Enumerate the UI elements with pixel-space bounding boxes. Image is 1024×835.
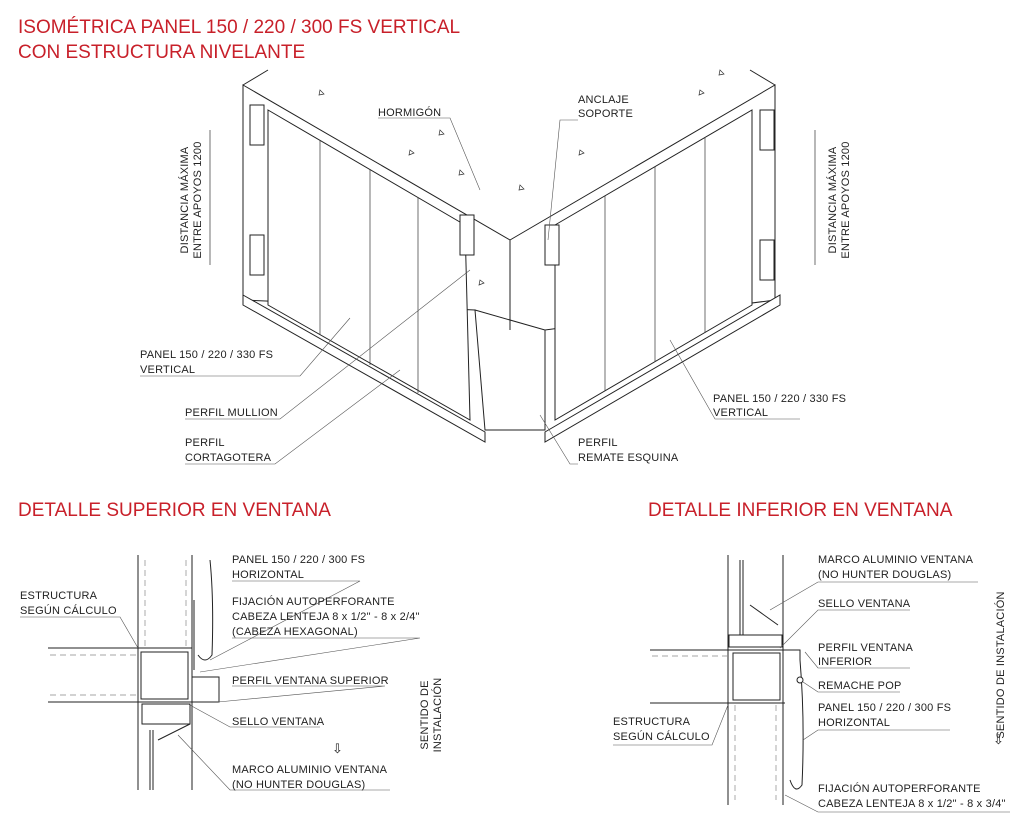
sup-label-perfil: PERFIL VENTANA SUPERIOR <box>232 675 389 687</box>
label-distancia-left-2: ENTRE APOYOS 1200 <box>192 141 204 258</box>
label-remate-1: PERFIL <box>578 437 618 449</box>
inf-label-remache: REMACHE POP <box>818 680 902 692</box>
sup-label-marco-2: (NO HUNTER DOUGLAS) <box>232 779 365 791</box>
inf-label-panel-2: HORIZONTAL <box>818 717 890 729</box>
detalle-superior-title: DETALLE SUPERIOR EN VENTANA <box>18 500 331 521</box>
label-cortagotera-2: CORTAGOTERA <box>185 452 272 464</box>
sup-label-fijacion-1: FIJACIÓN AUTOPERFORANTE <box>232 595 395 608</box>
sup-label-panel-2: HORIZONTAL <box>232 569 304 581</box>
main-title-line2: CON ESTRUCTURA NIVELANTE <box>18 42 305 63</box>
label-panel-left-1: PANEL 150 / 220 / 330 FS <box>140 349 273 361</box>
left-cortagotera <box>242 294 486 443</box>
label-distancia-right-2: ENTRE APOYOS 1200 <box>840 141 852 258</box>
sup-label-fijacion-2: CABEZA LENTEJA 8 x 1/2" - 8 x 2/4" <box>232 611 420 623</box>
main-title-line1: ISOMÉTRICA PANEL 150 / 220 / 300 FS VERT… <box>18 17 460 38</box>
sup-label-fijacion-3: (CABEZA HEXAGONAL) <box>232 626 358 638</box>
inf-label-sentido: SENTIDO DE INSTALACIÓN <box>994 591 1007 738</box>
label-mullion: PERFIL MULLION <box>185 407 278 419</box>
label-anclaje-2: SOPORTE <box>578 108 633 120</box>
inf-label-fijacion-1: FIJACIÓN AUTOPERFORANTE <box>818 782 981 795</box>
label-hormigon: HORMIGÓN <box>378 106 441 119</box>
inf-label-marco-2: (NO HUNTER DOUGLAS) <box>818 569 951 581</box>
inf-label-estructura-2: SEGÚN CÁLCULO <box>613 730 710 743</box>
label-distancia-left-1: DISTANCIA MÁXIMA <box>178 146 191 253</box>
detail-superior-drawing <box>20 555 421 791</box>
right-cortagotera <box>544 294 781 443</box>
label-panel-right-1: PANEL 150 / 220 / 330 FS <box>713 393 846 405</box>
detalle-inferior-title: DETALLE INFERIOR EN VENTANA <box>648 500 953 521</box>
corner-block <box>474 309 546 431</box>
sup-direction-arrow-icon: ⇩ <box>332 741 343 756</box>
label-panel-right-2: VERTICAL <box>713 407 768 419</box>
label-cortagotera-1: PERFIL <box>185 437 225 449</box>
sup-label-estructura-2: SEGÚN CÁLCULO <box>20 604 117 617</box>
sup-label-panel-1: PANEL 150 / 220 / 300 FS <box>232 554 365 566</box>
label-panel-left-2: VERTICAL <box>140 364 195 376</box>
inf-label-perfil-2: INFERIOR <box>818 656 872 668</box>
inf-label-fijacion-2: CABEZA LENTEJA 8 x 1/2" - 8 x 3/4" <box>818 798 1006 810</box>
label-distancia-right-1: DISTANCIA MÁXIMA <box>826 146 839 253</box>
right-panel-array <box>554 109 753 421</box>
left-panel-array <box>267 109 471 421</box>
sup-label-sentido-1: SENTIDO DE <box>419 680 431 749</box>
inf-label-estructura-1: ESTRUCTURA <box>613 716 691 728</box>
inf-label-panel-1: PANEL 150 / 220 / 300 FS <box>818 702 951 714</box>
sup-label-estructura-1: ESTRUCTURA <box>20 590 98 602</box>
sup-label-sentido-2: INSTALACIÓN <box>431 678 444 753</box>
inf-label-perfil-1: PERFIL VENTANA <box>818 642 914 654</box>
sup-label-sello: SELLO VENTANA <box>232 716 325 728</box>
inf-direction-arrow-icon: ⇩ <box>993 732 1004 747</box>
isometric-view <box>140 69 816 465</box>
sup-label-marco-1: MARCO ALUMINIO VENTANA <box>232 764 388 776</box>
label-anclaje-1: ANCLAJE <box>578 94 629 106</box>
detail-inferior-drawing <box>613 555 1010 813</box>
inf-label-sello: SELLO VENTANA <box>818 598 911 610</box>
label-remate-2: REMATE ESQUINA <box>578 452 679 464</box>
inf-label-marco-1: MARCO ALUMINIO VENTANA <box>818 554 974 566</box>
